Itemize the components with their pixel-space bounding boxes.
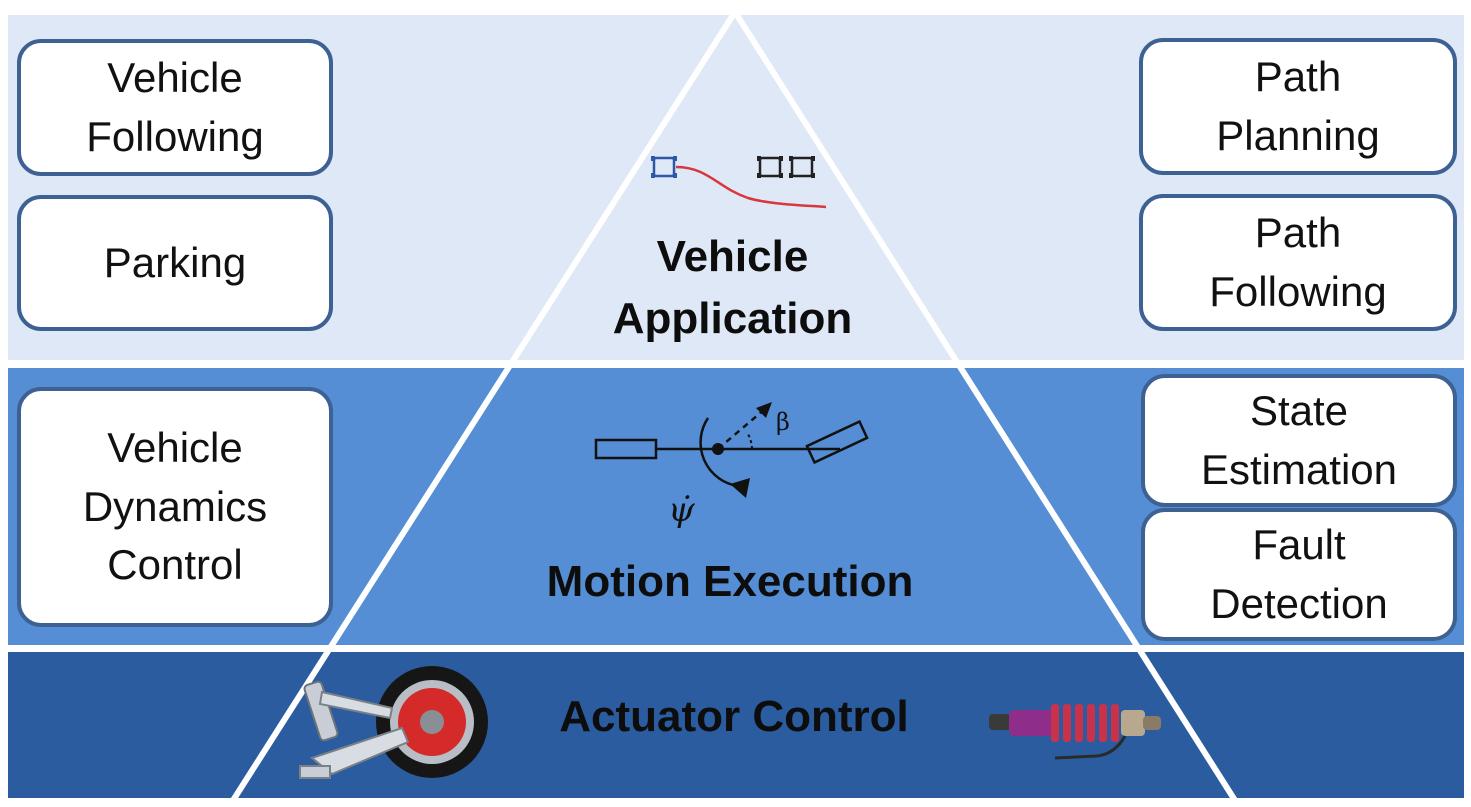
path-following-label: Path Following: [1209, 208, 1387, 315]
motion-diagram-icon: [594, 402, 869, 498]
parking-label: Parking: [103, 238, 247, 286]
path-following-box: Path Following: [1139, 194, 1457, 331]
state-estimation-label: State Estimation: [1200, 386, 1398, 493]
path-planning-label: Path Planning: [1216, 52, 1380, 159]
fault-detection-box: Fault Detection: [1141, 508, 1457, 641]
vehicle-following-label: Vehicle Following: [86, 53, 264, 160]
state-estimation-box: State Estimation: [1141, 374, 1457, 507]
shock-absorber-icon: [989, 704, 1161, 760]
path-planning-box: Path Planning: [1139, 38, 1457, 175]
psi-dot-symbol: ψ̇: [668, 490, 695, 530]
parking-box: Parking: [17, 195, 333, 331]
actuator-control-title: Actuator Control: [559, 692, 909, 741]
vehicle-following-box: Vehicle Following: [17, 39, 333, 176]
motion-execution-title: Motion Execution: [546, 557, 914, 606]
fault-detection-label: Fault Detection: [1210, 520, 1388, 627]
suspension-wheel-icon: [299, 666, 488, 779]
vehicle-dynamics-control-box: Vehicle Dynamics Control: [17, 387, 333, 627]
vehicle-application-title: Vehicle Application: [612, 232, 853, 343]
beta-symbol: β: [776, 408, 790, 436]
vehicle-path-icon: [651, 156, 827, 209]
vehicle-dynamics-control-label: Vehicle Dynamics Control: [82, 423, 268, 589]
